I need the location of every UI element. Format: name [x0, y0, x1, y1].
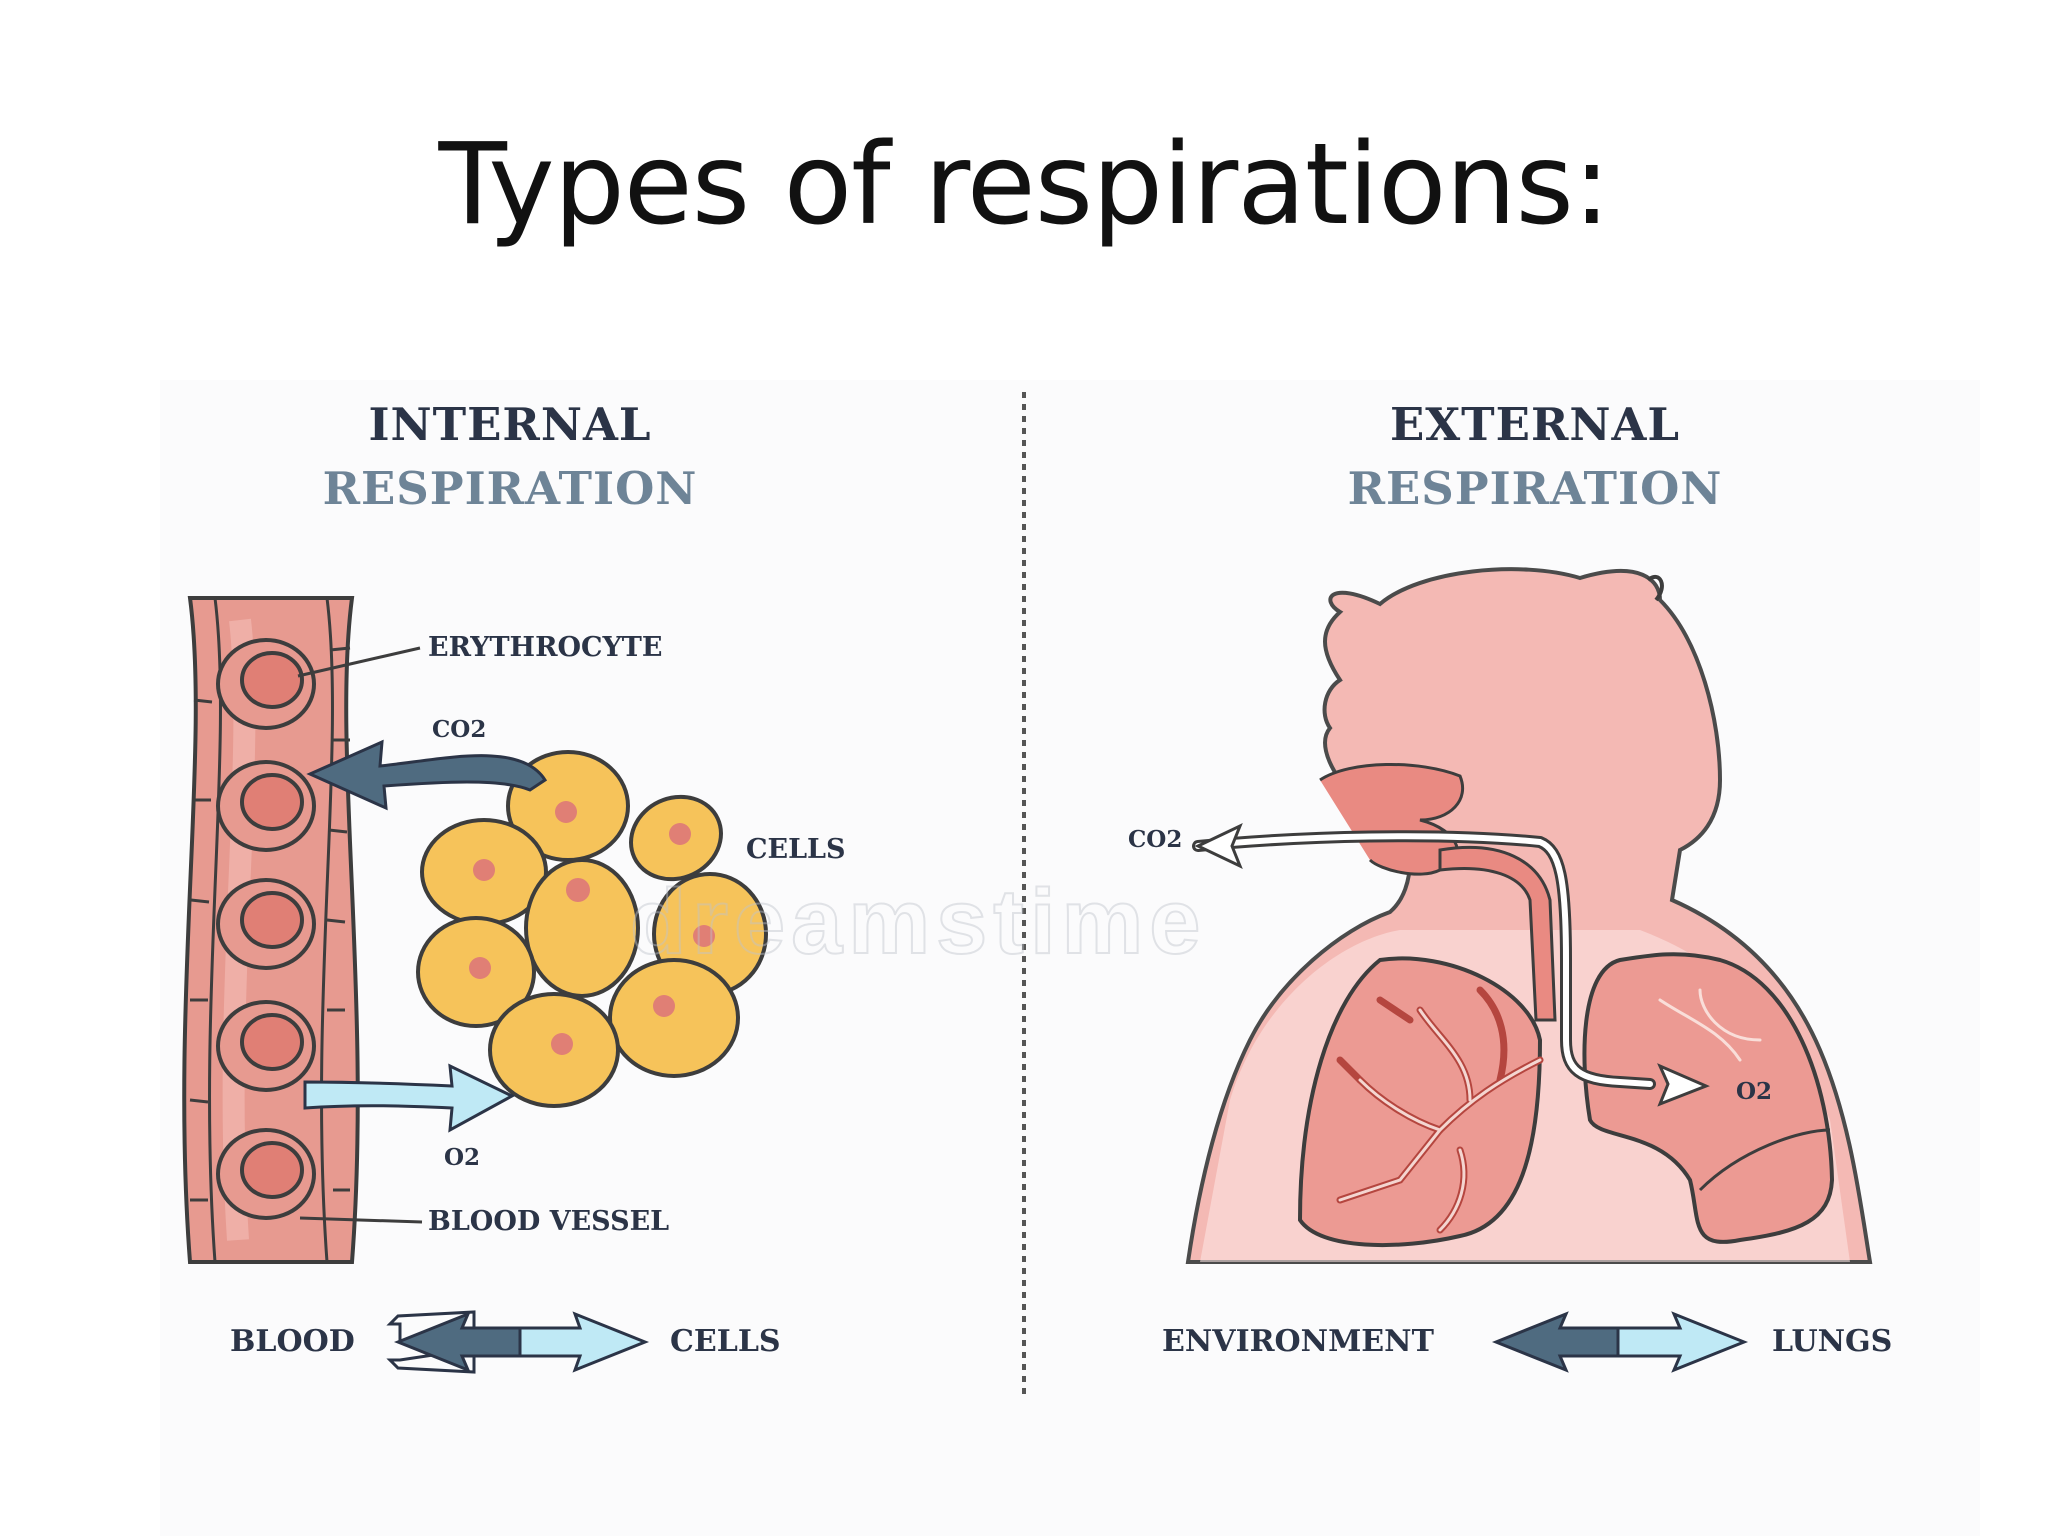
lungs	[1297, 952, 1835, 1248]
external-heading-line2: RESPIRATION	[1347, 462, 1723, 515]
hair-curl	[1646, 574, 1664, 602]
cells-label: CELLS	[746, 834, 846, 865]
blood-vessel-leader	[299, 1216, 423, 1224]
right-lung-lobe-line	[1698, 1128, 1831, 1192]
cell	[488, 992, 620, 1108]
blood-cells-exchange-arrow	[386, 1310, 650, 1374]
cell	[608, 958, 740, 1078]
erythrocytes	[216, 638, 316, 1220]
erythrocyte-1	[216, 638, 316, 730]
erythrocyte-label: ERYTHROCYTE	[428, 632, 663, 663]
left-lung	[1297, 956, 1543, 1248]
exchange-left-external: ENVIRONMENT	[1162, 1324, 1434, 1359]
erythrocyte-2	[216, 760, 316, 852]
internal-heading-line2: RESPIRATION	[322, 462, 698, 515]
external-heading-line1: EXTERNAL	[1389, 398, 1681, 451]
erythrocyte-4	[216, 1000, 316, 1092]
co2-arrow-internal	[306, 739, 548, 811]
erythrocyte-3	[216, 878, 316, 970]
co2-arrowhead-external	[1194, 822, 1243, 870]
co2-label-external: CO2	[1128, 826, 1183, 853]
trachea	[1438, 845, 1557, 1022]
watermark: dreamstime	[629, 870, 1207, 974]
o2-arrow-internal	[303, 1063, 516, 1133]
exchange-right-external: LUNGS	[1772, 1324, 1893, 1359]
co2-label-internal: CO2	[432, 716, 487, 743]
slide-title: Types of respirations:	[438, 120, 1610, 250]
internal-heading-line1: INTERNAL	[368, 398, 652, 451]
erythrocyte-leader	[297, 646, 421, 678]
air-path-arrow-fill	[1195, 833, 1653, 1087]
exchange-left-internal: BLOOD	[230, 1324, 355, 1359]
environment-lungs-exchange-arrow	[1491, 1311, 1749, 1373]
blood-vessel-label: BLOOD VESSEL	[428, 1206, 670, 1237]
cell	[629, 794, 723, 882]
o2-label-internal: O2	[444, 1144, 481, 1171]
airway-nose-mouth	[1319, 762, 1465, 876]
bronchial-tree-highlight	[1338, 988, 1762, 1232]
o2-arrowhead-external	[1657, 1063, 1710, 1107]
erythrocyte-5	[216, 1128, 316, 1220]
cell	[420, 818, 548, 926]
cell-cluster	[416, 750, 768, 1108]
cell	[524, 858, 640, 998]
exchange-right-internal: CELLS	[670, 1324, 781, 1359]
cell	[416, 916, 536, 1028]
o2-label-external: O2	[1736, 1078, 1773, 1105]
right-lung	[1582, 952, 1835, 1244]
